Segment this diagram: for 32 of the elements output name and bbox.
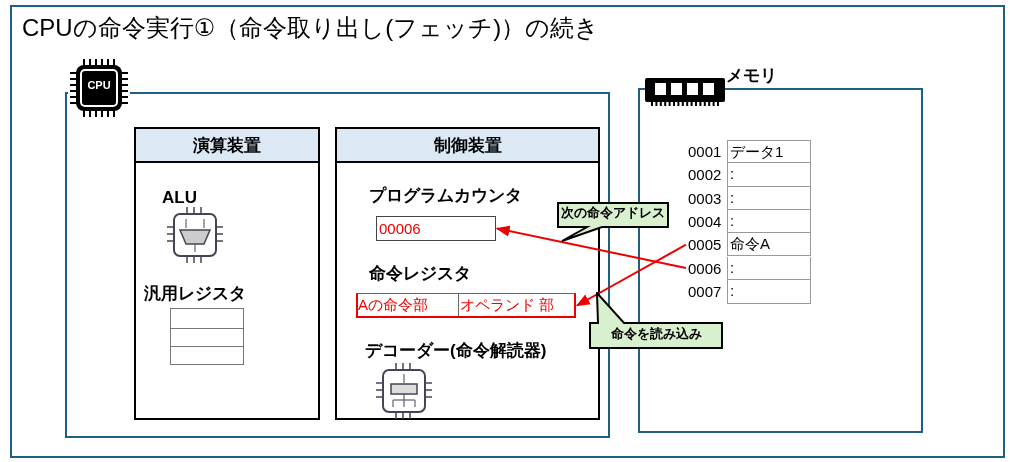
memory-address: 0002 xyxy=(688,165,722,186)
memory-cell: : xyxy=(727,163,811,187)
unit-header: 演算装置 xyxy=(136,129,318,163)
memory-address: 0006 xyxy=(688,258,722,279)
register-label: 命令レジスタ xyxy=(369,263,471,285)
register-cell: Aの命令部 xyxy=(358,294,459,316)
chip-label: CPU xyxy=(86,79,112,91)
memory-address: 0004 xyxy=(688,211,722,232)
alu-label: ALU xyxy=(162,188,197,208)
memory-cell: 命令A xyxy=(727,233,811,257)
memory-address: 0005 xyxy=(688,235,722,256)
memory-panel xyxy=(638,88,923,433)
callout-text: 命令を読み込み xyxy=(609,325,703,343)
unit-header: 制御装置 xyxy=(337,129,598,163)
callout-text: 次の命令アドレス xyxy=(560,204,666,222)
memory-address: 0003 xyxy=(688,188,722,209)
memory-cell: : xyxy=(727,279,811,304)
decoder-label: デコーダー(命令解読器) xyxy=(365,340,547,362)
register-label: 汎用レジスタ xyxy=(144,283,246,305)
arrow xyxy=(575,243,687,307)
memory-cell: : xyxy=(727,256,811,280)
memory-cell: データ1 xyxy=(727,140,811,164)
unit-box xyxy=(134,127,320,420)
memory-address: 0007 xyxy=(688,281,722,302)
memory-address: 0001 xyxy=(688,142,722,162)
arrow xyxy=(495,225,687,269)
memory-cell: : xyxy=(727,186,811,210)
register-label: プログラムカウンタ xyxy=(369,185,522,207)
title: CPUの命令実行①（命令取り出し(フェッチ)）の続き xyxy=(22,13,600,43)
register-cell-text: オペランド 部 xyxy=(460,295,556,315)
memory-cell: : xyxy=(727,209,811,234)
register-field: 00006 xyxy=(376,216,496,241)
